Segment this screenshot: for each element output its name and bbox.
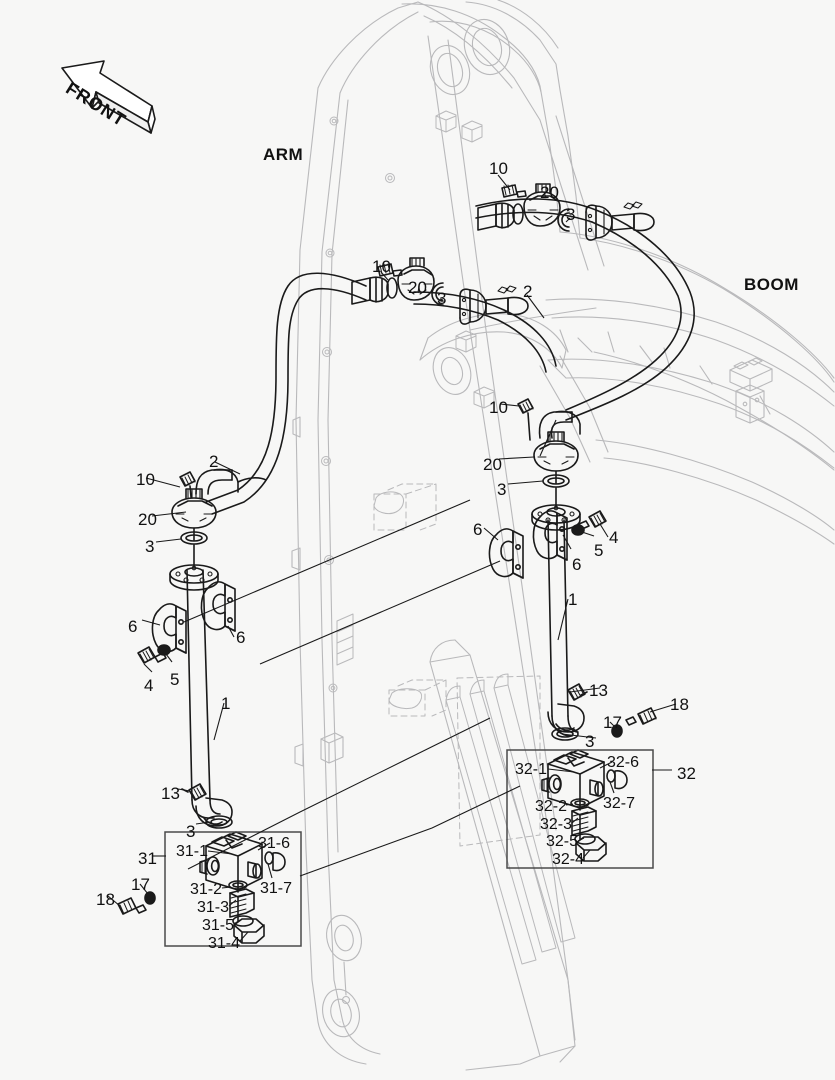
callout-18-30: 18 (96, 890, 115, 909)
detail-item-32-3: 32-3 (540, 816, 573, 833)
detail-box-frames (164, 749, 654, 947)
detail-item-31-3: 31-3 (197, 899, 230, 916)
section-label-arm: ARM (263, 145, 304, 164)
callout-17-28: 17 (603, 713, 622, 732)
detail-item-32-5: 32-5 (546, 833, 579, 850)
callout-17-31: 17 (131, 875, 150, 894)
callout-13-26: 13 (589, 681, 608, 700)
callout-20-4: 20 (408, 278, 427, 297)
callout-20-12: 20 (483, 455, 502, 474)
callout-10-8: 10 (136, 470, 155, 489)
callout-3-29: 3 (585, 732, 595, 751)
callout-31-32: 31 (138, 849, 157, 868)
front-arrow-icon (61, 60, 156, 134)
detail-item-32-7: 32-7 (603, 795, 636, 812)
callout-2-7: 2 (209, 452, 219, 471)
callout-3-5: 3 (437, 289, 447, 308)
callout-1-23: 1 (221, 694, 231, 713)
callout-20-9: 20 (138, 510, 157, 529)
callout-20-1: 20 (540, 183, 559, 202)
callout-2-6: 2 (523, 282, 533, 301)
callout-10-3: 10 (372, 257, 391, 276)
callout-3-2: 3 (566, 205, 576, 224)
section-label-boom: BOOM (744, 275, 799, 294)
detail-item-31-1: 31-1 (176, 843, 209, 860)
callout-6-20: 6 (236, 628, 246, 647)
callout-18-27: 18 (670, 695, 689, 714)
callout-3-13: 3 (497, 480, 507, 499)
leader-lines (107, 174, 677, 942)
callout-6-14: 6 (473, 520, 483, 539)
callout-4-17: 4 (609, 528, 619, 547)
callout-3-25: 3 (186, 822, 196, 841)
detail-item-31-2: 31-2 (190, 881, 223, 898)
callout-1-18: 1 (568, 590, 578, 609)
detail-item-31-4: 31-4 (208, 935, 241, 952)
callout-4-21: 4 (144, 676, 154, 695)
detail-item-32-1: 32-1 (515, 761, 548, 778)
detail-item-31-5: 31-5 (202, 917, 235, 934)
callout-6-15: 6 (572, 555, 582, 574)
callout-13-24: 13 (161, 784, 180, 803)
callout-3-10: 3 (145, 537, 155, 556)
detail-item-32-4: 32-4 (552, 851, 585, 868)
callout-6-19: 6 (128, 617, 138, 636)
callout-10-0: 10 (489, 159, 508, 178)
detail-item-32-6: 32-6 (607, 754, 640, 771)
callout-5-16: 5 (594, 541, 604, 560)
detail-item-32-2: 32-2 (535, 798, 568, 815)
callout-32-33: 32 (677, 764, 696, 783)
callout-5-22: 5 (170, 670, 180, 689)
callout-10-11: 10 (489, 398, 508, 417)
detail-item-31-6: 31-6 (258, 835, 291, 852)
detail-item-31-7: 31-7 (260, 880, 293, 897)
